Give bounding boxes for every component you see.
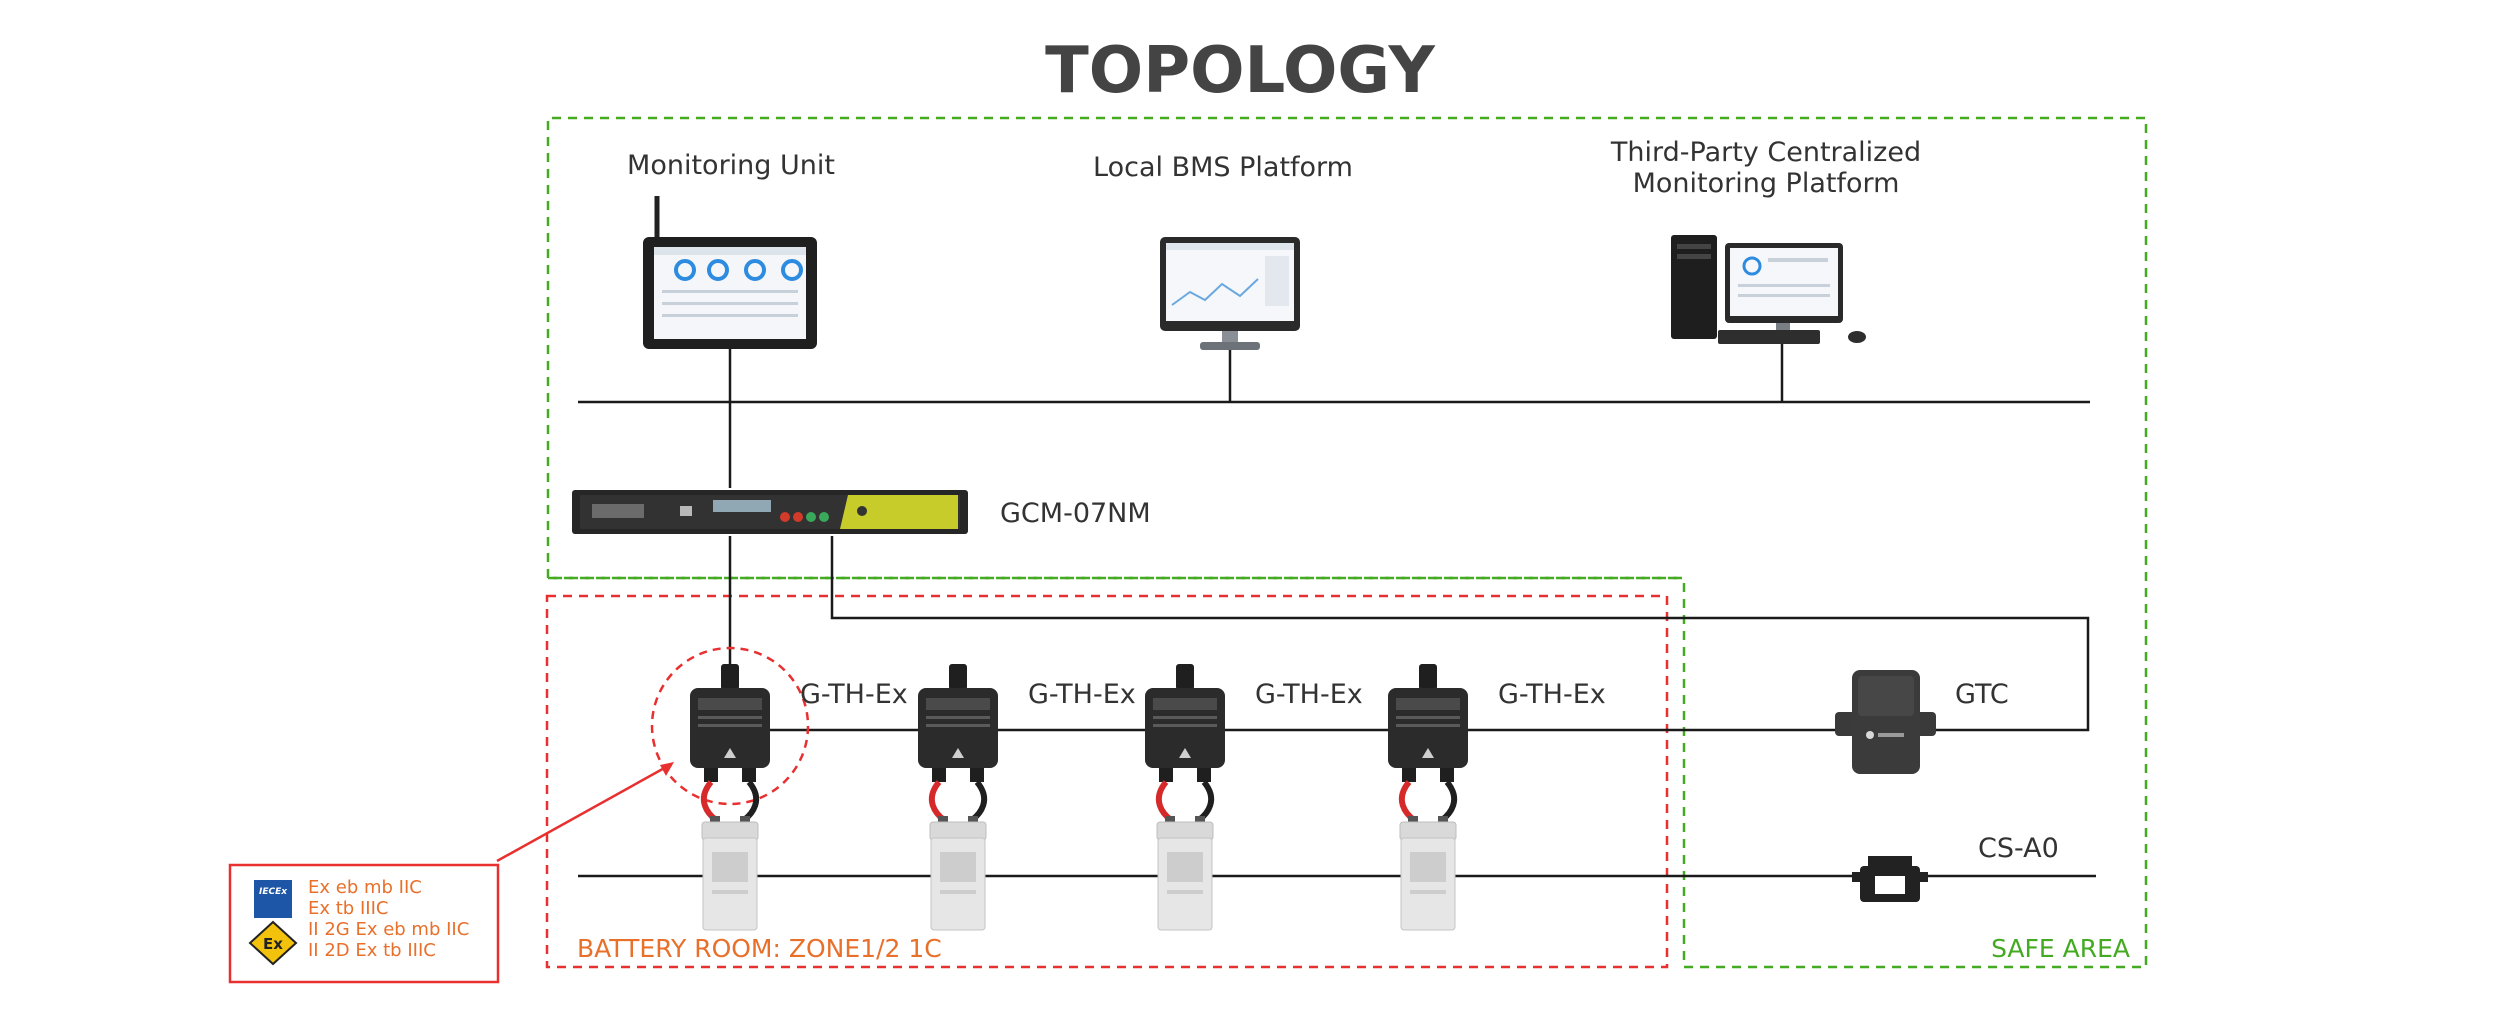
cs-a0-device	[1852, 856, 1928, 902]
sensor-row: G-TH-Ex G-TH-Ex G-TH-Ex G-TH-Ex	[690, 664, 1606, 931]
cert-line-4: II 2D Ex tb IIIC	[308, 940, 436, 961]
gtc-device	[1835, 670, 1936, 774]
highlight-circle	[650, 646, 810, 806]
cert-line-1: Ex eb mb IIC	[308, 877, 422, 898]
gtc-label: GTC	[1955, 679, 2009, 710]
callout-arrowhead	[660, 762, 674, 776]
battery-room-boundary	[545, 594, 1669, 969]
page-title: TOPOLOGY	[1045, 34, 1435, 108]
battery-icon	[1399, 816, 1457, 931]
certification-box: IECEx Ex Ex eb mb IIC Ex tb IIIC II 2G E…	[228, 863, 500, 984]
third-party-label-line2: Monitoring Platform	[1633, 168, 1900, 199]
g-th-ex-sensor	[1388, 664, 1468, 823]
g-th-ex-sensor	[1145, 664, 1225, 823]
monitoring-unit-device	[643, 196, 817, 349]
bms-monitor-device	[1160, 237, 1300, 350]
callout-line	[496, 764, 669, 863]
g-th-ex-label: G-TH-Ex	[1028, 679, 1136, 710]
iecex-logo-icon	[254, 880, 292, 918]
cert-line-2: Ex tb IIIC	[308, 898, 388, 919]
local-bms-label: Local BMS Platform	[1093, 152, 1353, 183]
ex-logo-icon	[248, 920, 298, 966]
iecex-logo-text: IECEx	[259, 887, 288, 897]
g-th-ex-label: G-TH-Ex	[1498, 679, 1606, 710]
battery-icon	[701, 816, 759, 931]
gcm-gateway-device	[572, 490, 968, 534]
g-th-ex-label: G-TH-Ex	[800, 679, 908, 710]
safe-area-label: SAFE AREA	[1991, 934, 2130, 963]
battery-icon	[929, 816, 987, 931]
ex-logo-text: Ex	[263, 935, 283, 953]
network-wires	[578, 338, 2096, 878]
gcm-gateway-label: GCM-07NM	[1000, 498, 1151, 529]
third-party-pc-device	[1671, 235, 1866, 344]
battery-room-label: BATTERY ROOM: ZONE1/2 1C	[577, 934, 942, 963]
cs-a0-label: CS-A0	[1978, 833, 2059, 864]
battery-icon	[1156, 816, 1214, 931]
third-party-label-line1: Third-Party Centralized	[1610, 137, 1921, 168]
g-th-ex-label: G-TH-Ex	[1255, 679, 1363, 710]
monitoring-unit-label: Monitoring Unit	[627, 150, 835, 181]
g-th-ex-sensor	[690, 664, 770, 823]
g-th-ex-sensor	[918, 664, 998, 823]
cert-line-3: II 2G Ex eb mb IIC	[308, 919, 469, 940]
